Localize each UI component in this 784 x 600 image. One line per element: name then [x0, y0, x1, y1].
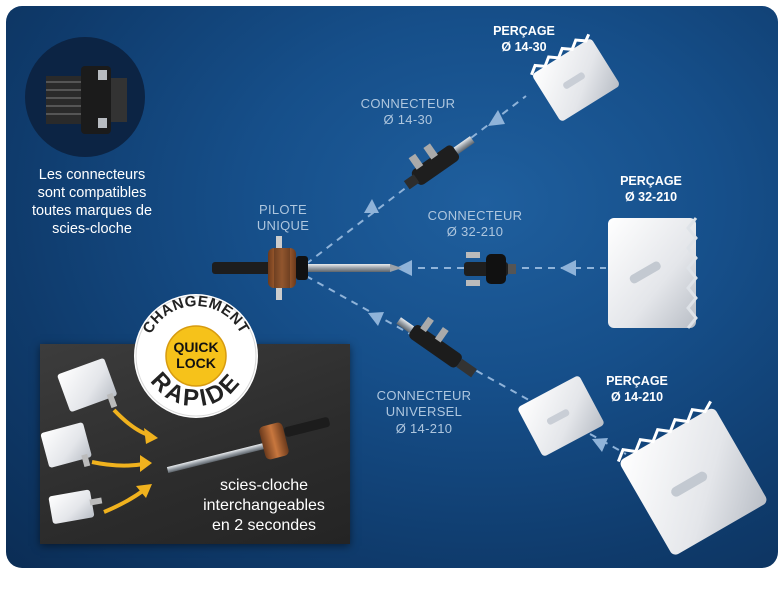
- product-panel: Les connecteurs sont compatibles toutes …: [6, 6, 778, 568]
- percage-14-210-label: PERÇAGE Ø 14-210: [592, 374, 682, 405]
- pilot-label: PILOTE UNIQUE: [238, 202, 328, 235]
- caption-line-2: interchangeables: [203, 497, 325, 514]
- small-hole-saws: [40, 358, 118, 524]
- note-line-4: scies-cloche: [52, 221, 132, 238]
- percage-14-30-label: PERÇAGE Ø 14-30: [484, 24, 564, 55]
- connecteur-label-line-2: Ø 14-30: [383, 112, 433, 128]
- connector-photo: [25, 37, 145, 157]
- quick-change-caption: scies-cloche interchangeables en 2 secon…: [180, 476, 348, 536]
- note-line-3: toutes marques de: [31, 203, 153, 220]
- connecteur-32-210-label: CONNECTEUR Ø 32-210: [410, 208, 540, 241]
- connecteur-label-line-3: Ø 14-210: [395, 420, 453, 436]
- connecteur-14-30-label: CONNECTEUR Ø 14-30: [348, 96, 468, 129]
- hole-saw-14-30: [530, 33, 620, 121]
- pilot-drill: [212, 236, 402, 300]
- connector-compatibility-note: Les connecteurs sont compatibles toutes …: [12, 166, 172, 239]
- note-line-2: sont compatibles: [37, 185, 147, 202]
- connector-universel: [396, 316, 477, 378]
- connecteur-label-line-2: UNIVERSEL: [385, 404, 463, 420]
- quick-change-box: scies-cloche interchangeables en 2 secon…: [40, 344, 350, 544]
- caption-line-1: scies-cloche: [219, 477, 309, 494]
- illustration-layer: [25, 33, 767, 555]
- percage-label-line-1: PERÇAGE: [606, 374, 668, 388]
- connecteur-label-line-1: CONNECTEUR: [376, 388, 472, 403]
- connecteur-label-line-1: CONNECTEUR: [360, 96, 456, 111]
- pilot-label-line-2: UNIQUE: [256, 218, 310, 234]
- hole-saw-14-210-small: [518, 376, 604, 456]
- percage-label-line-1: PERÇAGE: [620, 174, 682, 188]
- percage-label-line-2: Ø 14-210: [610, 389, 664, 404]
- hole-saw-14-210-large: [616, 400, 767, 555]
- caption-line-3: en 2 secondes: [211, 517, 317, 534]
- hole-saw-32-210: [608, 217, 698, 329]
- percage-label-line-2: Ø 32-210: [624, 189, 678, 204]
- connecteur-universel-label: CONNECTEUR UNIVERSEL Ø 14-210: [364, 388, 484, 437]
- percage-label-line-1: PERÇAGE: [493, 24, 555, 38]
- quick-change-illustration: [40, 358, 330, 524]
- percage-32-210-label: PERÇAGE Ø 32-210: [606, 174, 696, 205]
- pilot-label-line-1: PILOTE: [258, 202, 308, 217]
- connecteur-label-line-1: CONNECTEUR: [427, 208, 523, 223]
- connector-32-210: [464, 252, 516, 286]
- percage-label-line-2: Ø 14-30: [501, 39, 547, 54]
- note-line-1: Les connecteurs: [38, 167, 146, 183]
- arrowheads: [364, 110, 608, 452]
- connector-14-30: [403, 136, 475, 190]
- connecteur-label-line-2: Ø 32-210: [446, 224, 504, 240]
- quick-change-drill: [166, 417, 330, 473]
